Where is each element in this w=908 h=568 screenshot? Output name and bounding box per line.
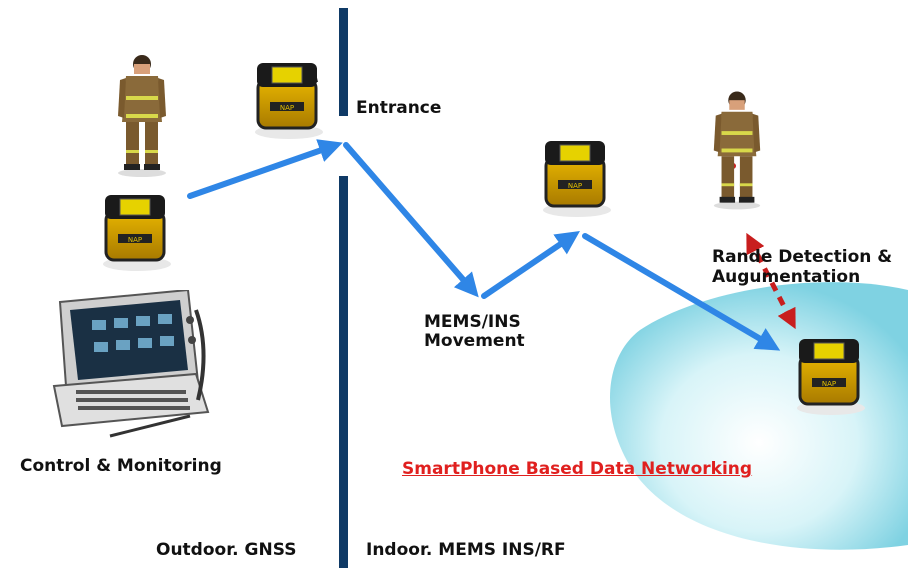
firefighter-icon [713, 91, 761, 210]
svg-text:NAP: NAP [128, 236, 142, 244]
svg-text:NAP: NAP [280, 104, 294, 112]
smartphone-networking-label: SmartPhone Based Data Networking [402, 459, 753, 479]
arrow-outdoor-to-entrance [187, 139, 343, 199]
arrow-mems-up [481, 230, 580, 299]
range-detection-label-line2: Augumentation [712, 267, 861, 287]
control-monitoring-label: Control & Monitoring [20, 456, 222, 476]
indoor-outdoor-divider-top [339, 8, 348, 116]
indoor-outdoor-divider-bottom [339, 176, 348, 568]
mems-ins-label-line1: MEMS/INS [424, 312, 521, 332]
nap-device-icon: NAP [255, 63, 323, 139]
outdoor-gnss-label: Outdoor. GNSS [156, 540, 297, 560]
indoor-mems-label: Indoor. MEMS INS/RF [366, 540, 566, 560]
entrance-label: Entrance [356, 98, 442, 118]
nap-device-icon: NAP [103, 195, 171, 271]
firefighter-icon [118, 55, 166, 177]
svg-text:NAP: NAP [568, 182, 582, 190]
mems-ins-label-line2: Movement [424, 331, 525, 351]
nap-device-icon: NAP [797, 339, 865, 415]
tablet-icon [52, 290, 210, 438]
range-detection-label-line1: Rande Detection & [712, 247, 893, 267]
arrow-to-nap-node [582, 233, 781, 351]
svg-text:NAP: NAP [822, 380, 836, 388]
nap-device-icon: NAP [543, 141, 611, 217]
arrow-entrance-to-indoor [343, 142, 479, 298]
